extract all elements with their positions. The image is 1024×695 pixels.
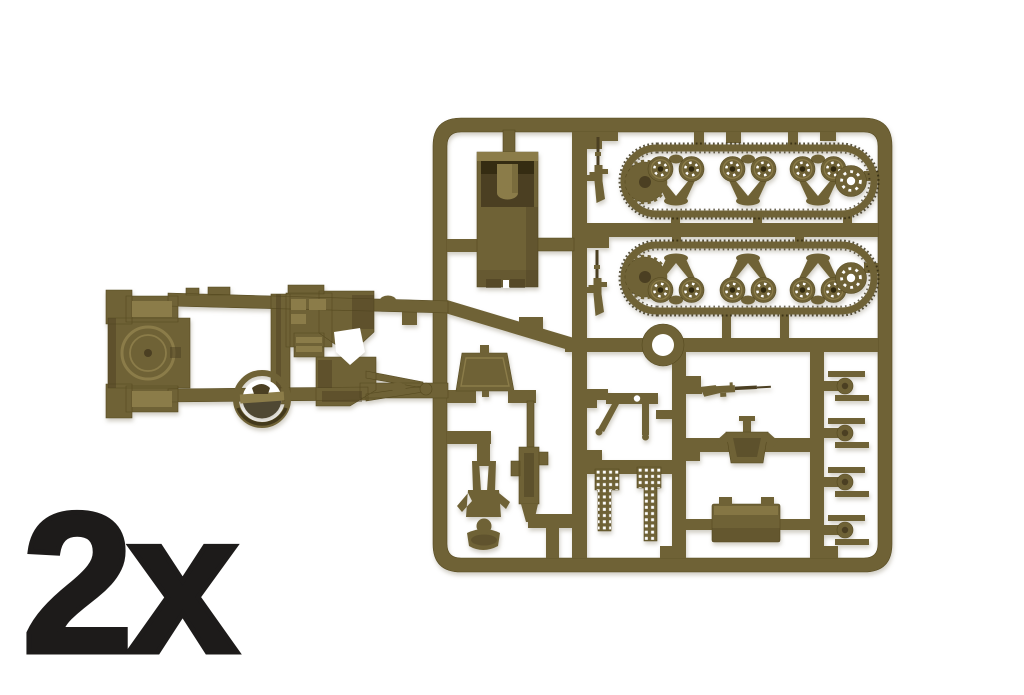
- suspension-bogie-part-4: [822, 514, 870, 546]
- rifle-sight: [729, 382, 733, 388]
- rifle-barrel: [734, 385, 757, 391]
- mg-ring-mount: [233, 370, 291, 428]
- pedestal-cutout: [334, 328, 365, 365]
- windshield-frame-line: [460, 357, 510, 387]
- chassis-light-details: [132, 299, 326, 407]
- differential-cover-emboss: [120, 325, 181, 381]
- sprue-frame: [402, 117, 893, 573]
- transmission-shade: [512, 164, 518, 193]
- mg-bottom-runner: [528, 514, 584, 528]
- bracket-foot: [642, 433, 649, 441]
- hull-foot-gap: [503, 280, 509, 288]
- hull-rim: [477, 152, 538, 161]
- ring-lower-accent: [236, 407, 288, 426]
- tread-plate-part-1: [594, 468, 620, 532]
- tread-plate-part-2: [636, 466, 662, 542]
- support-bracket-part: [584, 389, 674, 441]
- crew-figure-part: [457, 445, 510, 550]
- seat-cushion-shade: [733, 438, 761, 457]
- chassis-shading: [108, 294, 374, 404]
- windshield-stubs: [480, 345, 536, 403]
- tread-plate-holes: [637, 467, 661, 541]
- track-assembly-1: [620, 144, 879, 219]
- box-stubs: [686, 519, 810, 530]
- diagonal-runner: [439, 298, 580, 353]
- ring-cradle-hump: [252, 384, 270, 394]
- tread-plate-holes: [595, 469, 619, 531]
- sprue-photo: [105, 117, 893, 573]
- hull-side-shade: [526, 207, 538, 287]
- rifle-stub: [686, 387, 702, 394]
- m2-machine-gun-part: [510, 400, 584, 528]
- seat-part: [716, 416, 778, 464]
- box-shade: [712, 528, 780, 542]
- crew-figure-body: [457, 445, 510, 550]
- sprue-runners: [565, 132, 878, 558]
- sprue-outer-frame: [432, 117, 893, 573]
- suspension-bogie-part-2: [822, 417, 870, 449]
- mg-barrel: [526, 400, 535, 448]
- ring-shadow: [242, 399, 282, 419]
- hull-tub-part: [476, 129, 575, 288]
- seat-wings: [716, 432, 778, 447]
- bracket-legs: [598, 404, 649, 435]
- tow-hitch-ball: [419, 382, 433, 396]
- bracket-eyelet-hole: [633, 395, 641, 402]
- crew-figure-shade: [471, 534, 497, 546]
- seat-stem: [739, 416, 755, 432]
- ring-cradle-bar: [239, 391, 285, 404]
- track-assembly-2: [620, 241, 879, 316]
- chassis-frame-part: [105, 284, 449, 428]
- bracket-bar: [584, 389, 674, 419]
- hull-feet: [486, 279, 525, 288]
- box-tabs: [719, 497, 774, 505]
- crew-figure-head: [476, 518, 492, 534]
- ring-eyelet: [641, 323, 685, 367]
- rifle-trigger: [720, 392, 727, 397]
- windshield-part: [455, 345, 536, 403]
- sprue-gate-bump: [390, 382, 406, 392]
- bracket-foot: [595, 428, 603, 436]
- stowage-box-part: [686, 497, 810, 543]
- suspension-bogie-part-1: [822, 370, 870, 402]
- ring-eyelet-hole: [652, 334, 674, 356]
- rifle-part-3: [686, 382, 771, 397]
- suspension-bogie-part-3: [822, 466, 870, 498]
- mg-receiver-shade: [524, 453, 534, 497]
- rifle-part-2: [588, 250, 607, 316]
- quantity-label: 2x: [19, 472, 240, 695]
- rifle-rod: [756, 385, 771, 389]
- box-lid-face: [714, 506, 778, 515]
- product-photo-stage: 2x: [19, 117, 893, 686]
- sprue-gate-bump: [380, 295, 396, 305]
